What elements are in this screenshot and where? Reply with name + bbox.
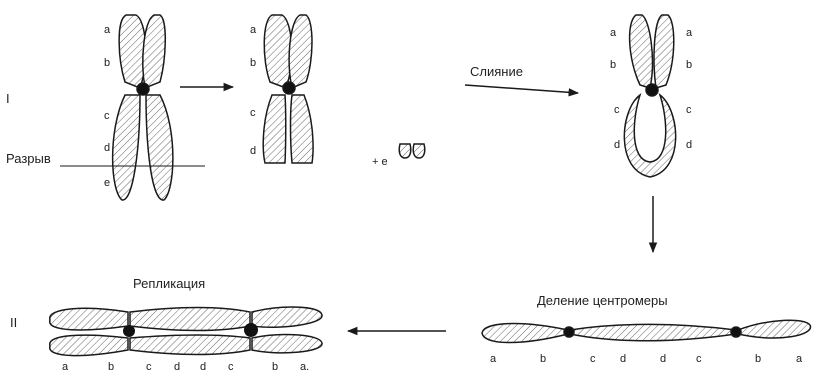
fusion-caption: Слияние (470, 64, 523, 79)
replicated-label-4: d (174, 361, 180, 373)
arrow-right-fusion (465, 85, 578, 93)
chromosome-original (113, 15, 173, 200)
replicated-label-2: b (108, 361, 114, 373)
centromere-division-caption: Деление центромеры (537, 293, 668, 308)
locus-b-left: b (610, 59, 616, 71)
acentric-fragment (399, 144, 425, 158)
locus-c: c (104, 110, 110, 122)
replicated-label-1: a (62, 361, 69, 373)
locus-e: e (104, 177, 110, 189)
locus-d-right: d (686, 139, 692, 151)
fragment-label: + e (372, 156, 388, 168)
centromere-right (244, 323, 258, 337)
locus-a: a (104, 24, 111, 36)
row-label-two: II (10, 315, 17, 330)
dicentric-label-4: d (620, 353, 626, 365)
dicentric-label-8: a (796, 353, 803, 365)
dicentric-label-3: c (590, 353, 596, 365)
dicentric-label-6: c (696, 353, 702, 365)
row-label-one: I (6, 91, 10, 106)
locus-b-2: b (250, 57, 256, 69)
dicentric-label-7: b (755, 353, 761, 365)
locus-d-left: d (614, 139, 620, 151)
replicated-dicentric (50, 307, 322, 356)
locus-b-right: b (686, 59, 692, 71)
locus-c-2: c (250, 107, 256, 119)
chromosome-broken (263, 15, 313, 163)
dicentric-label-2: b (540, 353, 546, 365)
dicentric-chromosome (482, 320, 810, 342)
dicentric-label-5: d (660, 353, 666, 365)
replicated-label-7: b (272, 361, 278, 373)
dicentric-label-1: a (490, 353, 497, 365)
chromosome-fused (624, 15, 675, 177)
replicated-label-8: a. (300, 361, 309, 373)
replicated-label-3: c (146, 361, 152, 373)
locus-d-2: d (250, 145, 256, 157)
locus-d: d (104, 142, 110, 154)
locus-c-right: c (686, 104, 692, 116)
break-label: Разрыв (6, 151, 51, 166)
locus-a-2: a (250, 24, 257, 36)
replicated-label-6: c (228, 361, 234, 373)
replication-caption: Репликация (133, 276, 205, 291)
replicated-label-5: d (200, 361, 206, 373)
locus-a-right: a (686, 27, 693, 39)
locus-a-left: a (610, 27, 617, 39)
locus-c-left: c (614, 104, 620, 116)
centromere-left (123, 325, 135, 337)
locus-b: b (104, 57, 110, 69)
